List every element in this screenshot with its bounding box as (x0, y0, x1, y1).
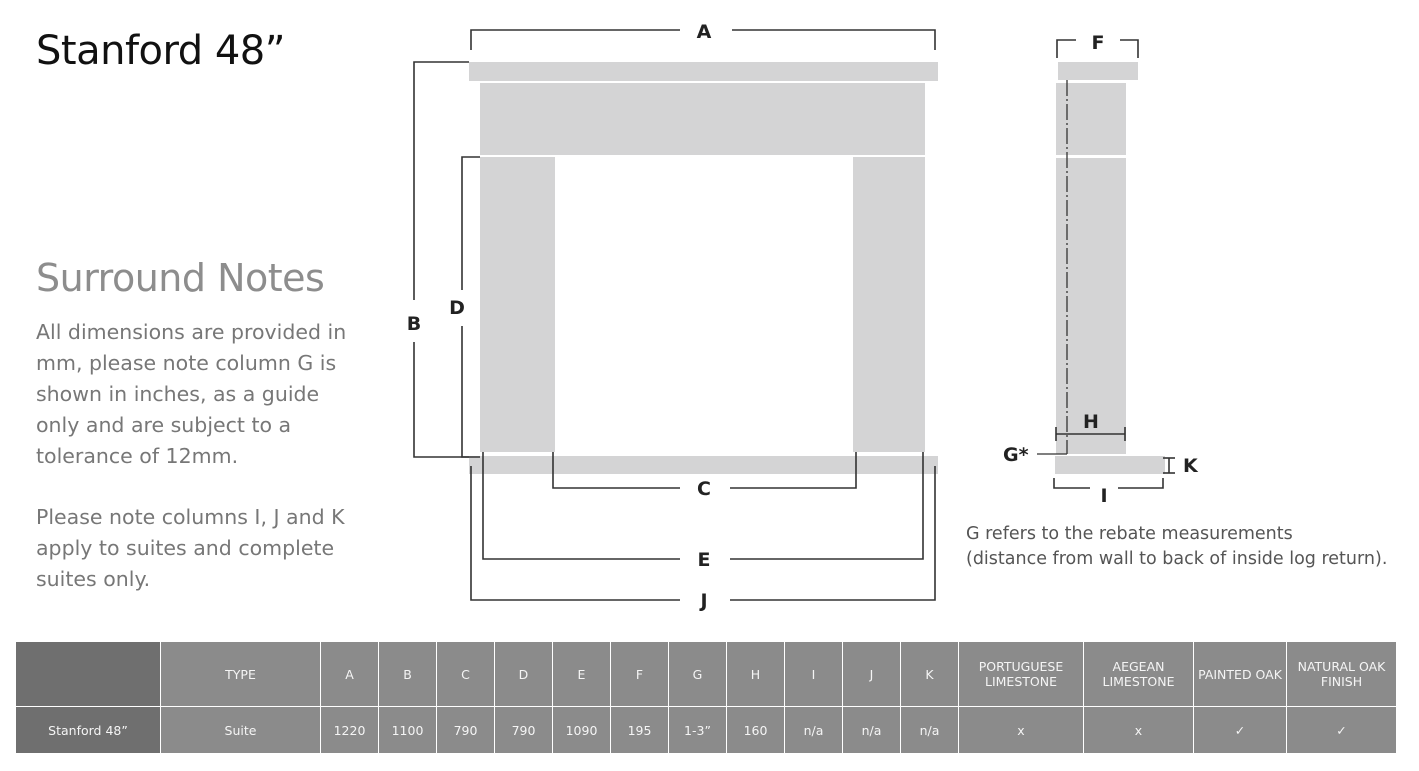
header-aegean-limestone: AEGEAN LIMESTONE (1083, 641, 1194, 707)
caption-line-2: (distance from wall to back of inside lo… (966, 549, 1388, 569)
hearth (469, 456, 938, 474)
side-dimension-letters: F H G* K I (1003, 32, 1199, 507)
header-type: TYPE (160, 641, 321, 707)
header-a: A (320, 641, 379, 707)
header-natural-oak-finish: NATURAL OAK FINISH (1286, 641, 1397, 707)
specification-table: TYPE A B C D E F G H I J K PORTUGUESE LI… (15, 641, 1397, 754)
header-j: J (842, 641, 901, 707)
side-leg (1056, 158, 1126, 454)
label-k: K (1183, 455, 1199, 477)
header-corner (15, 641, 161, 707)
front-dimension-letters: A B D C E J (407, 21, 712, 612)
header-painted-oak: PAINTED OAK (1193, 641, 1287, 707)
label-f: F (1092, 32, 1105, 54)
front-dimension-lines (413, 29, 936, 601)
cell-i: n/a (784, 706, 843, 754)
header-portuguese-limestone: PORTUGUESE LIMESTONE (958, 641, 1084, 707)
header-g: G (668, 641, 727, 707)
label-a: A (697, 21, 712, 43)
cell-type: Suite (160, 706, 321, 754)
side-view (1055, 62, 1165, 474)
cell-h: 160 (726, 706, 785, 754)
side-hearth (1055, 456, 1165, 474)
label-c: C (697, 478, 711, 500)
cell-model: Stanford 48” (15, 706, 161, 754)
side-header (1056, 83, 1126, 155)
caption-line-1: G refers to the rebate measurements (966, 524, 1293, 544)
cell-natural-oak-finish: ✓ (1286, 706, 1397, 754)
rebate-caption: G refers to the rebate measurements (dis… (966, 522, 1406, 572)
cell-k: n/a (900, 706, 959, 754)
label-h: H (1083, 411, 1099, 433)
cell-e: 1090 (552, 706, 611, 754)
notes-paragraph-columns: Please note columns I, J and K apply to … (36, 505, 345, 591)
cell-portuguese-limestone: x (958, 706, 1084, 754)
page-title: Stanford 48” (36, 28, 285, 74)
front-view (469, 62, 938, 474)
label-e: E (698, 549, 711, 571)
left-leg (480, 157, 555, 452)
cell-d: 790 (494, 706, 553, 754)
label-j: J (698, 590, 707, 612)
cell-aegean-limestone: x (1083, 706, 1194, 754)
header-e: E (552, 641, 611, 707)
notes-heading: Surround Notes (36, 256, 325, 300)
header-k: K (900, 641, 959, 707)
header-h: H (726, 641, 785, 707)
label-i: I (1100, 485, 1107, 507)
label-g: G* (1003, 444, 1029, 466)
cell-f: 195 (610, 706, 669, 754)
header-b: B (378, 641, 437, 707)
header-panel (480, 83, 925, 155)
label-b: B (407, 313, 421, 335)
cell-g: 1-3” (668, 706, 727, 754)
mantel-shelf (469, 62, 938, 81)
cell-painted-oak: ✓ (1193, 706, 1287, 754)
cell-a: 1220 (320, 706, 379, 754)
right-leg (853, 157, 925, 452)
table-header-row: TYPE A B C D E F G H I J K PORTUGUESE LI… (15, 641, 1397, 707)
label-d: D (449, 297, 465, 319)
header-i: I (784, 641, 843, 707)
fireplace-dimension-diagram: A B D C E J F H G* K I (407, 21, 1199, 612)
side-shelf (1058, 62, 1138, 80)
header-c: C (436, 641, 495, 707)
header-f: F (610, 641, 669, 707)
cell-j: n/a (842, 706, 901, 754)
cell-c: 790 (436, 706, 495, 754)
cell-b: 1100 (378, 706, 437, 754)
notes-paragraph-dimensions: All dimensions are provided in mm, pleas… (36, 320, 347, 468)
table-row: Stanford 48” Suite 1220 1100 790 790 109… (15, 706, 1397, 754)
header-d: D (494, 641, 553, 707)
side-dimension-lines (1037, 39, 1175, 489)
